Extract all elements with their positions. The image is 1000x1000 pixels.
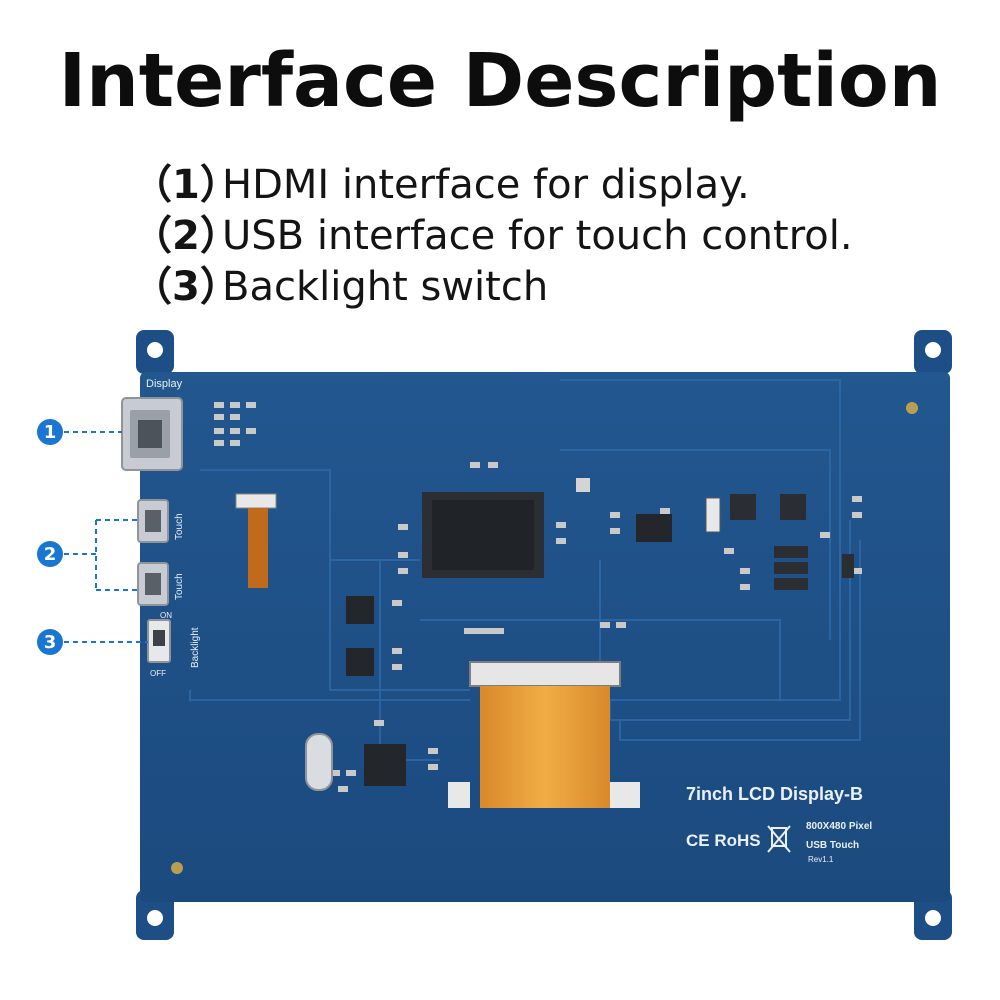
item-backlight: （3）Backlight switch	[132, 254, 548, 312]
small-fpc-connector	[235, 493, 277, 588]
callout-number: 3	[44, 632, 57, 653]
usb-port-1	[137, 499, 169, 543]
item-usb: （2）USB interface for touch control.	[132, 203, 853, 261]
page-title: Interface Description	[58, 38, 942, 124]
callout-1: 1	[37, 419, 122, 445]
off-label: OFF	[150, 669, 166, 678]
item-number: （2）	[132, 213, 240, 259]
touch-label: Touch	[174, 513, 185, 540]
mount-hole	[147, 342, 163, 358]
mount-hole	[147, 910, 163, 926]
revision-text: Rev1.1	[808, 855, 834, 864]
callout-badge	[37, 419, 63, 445]
item-text: USB interface for touch control.	[222, 213, 853, 259]
callout-3: 3	[37, 629, 148, 655]
touch-label: Touch	[174, 573, 185, 600]
display-label: Display	[146, 378, 183, 390]
regulator	[346, 596, 374, 624]
regulator	[346, 648, 374, 676]
usb-port-2	[137, 562, 169, 606]
callout-number: 1	[44, 422, 57, 443]
item-number: （3）	[132, 264, 240, 310]
mount-hole	[925, 342, 941, 358]
item-text: Backlight switch	[222, 264, 549, 310]
mount-hole	[925, 910, 941, 926]
led	[576, 478, 590, 492]
callout-number: 2	[44, 544, 57, 565]
lcd-flex-cable	[448, 661, 640, 808]
item-number: （1）	[132, 162, 240, 208]
lcd-board-illustration: Display Touch Touch ON OFF Backlight	[37, 330, 952, 940]
backlight-switch	[147, 619, 171, 663]
touch-type-text: USB Touch	[806, 840, 859, 851]
power-section	[705, 494, 854, 590]
item-hdmi: （1）HDMI interface for display.	[132, 152, 750, 210]
callout-badge	[37, 629, 63, 655]
item-text: HDMI interface for display.	[222, 162, 750, 208]
ic-chip	[364, 744, 406, 786]
ic-chip	[636, 514, 672, 542]
smd-components	[214, 402, 862, 792]
hdmi-port	[121, 397, 183, 471]
main-chip	[422, 492, 544, 578]
callout-badge	[37, 541, 63, 567]
resolution-text: 800X480 Pixel	[806, 821, 872, 832]
on-label: ON	[160, 611, 172, 620]
product-name: 7inch LCD Display-B	[686, 784, 863, 804]
weee-bin-icon	[767, 825, 791, 853]
backlight-label: Backlight	[190, 627, 201, 668]
crystal	[305, 733, 333, 791]
callout-2: 2	[37, 519, 138, 591]
certification-marks: CE RoHS	[686, 831, 761, 850]
